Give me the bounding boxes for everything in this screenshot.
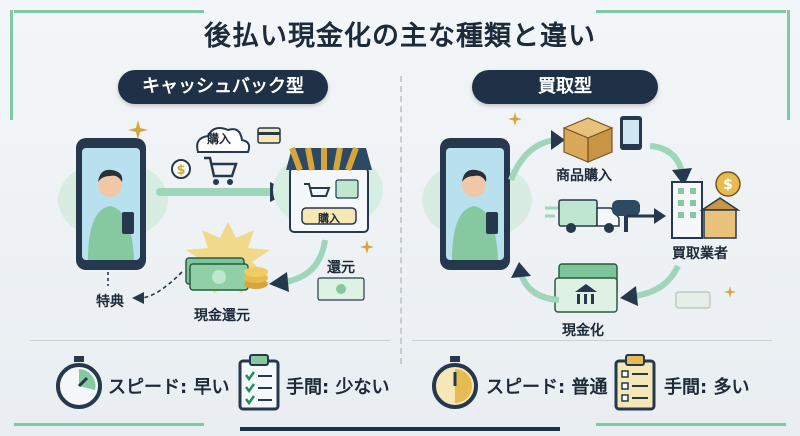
- arrow-phone-to-purchase: [508, 130, 565, 182]
- storefront-icon: [273, 146, 383, 233]
- shop-cart-icon: [304, 183, 331, 197]
- arrow-buyer-to-cash: [620, 264, 681, 306]
- shop-buy-button-label: 購入: [318, 212, 340, 225]
- center-divider: [400, 76, 402, 364]
- bottom-divider-right: [412, 340, 772, 341]
- refund-label: 還元: [327, 260, 355, 276]
- left-phone-illustration: [58, 138, 168, 270]
- cloud-icon: [196, 127, 251, 153]
- buyback-effort-label: 手間: 多い: [664, 377, 750, 398]
- sparkle-icon-4: [724, 286, 736, 298]
- buyback-heading: 買取型: [472, 70, 658, 104]
- frame-bottom-center: [240, 427, 560, 431]
- frame-top-right: [596, 10, 786, 13]
- dollar-coin-icon: $: [171, 159, 191, 179]
- frame-top-left: [14, 10, 204, 13]
- cashback-heading-text: キャッシュバック型: [142, 76, 304, 97]
- cashback-effort-label: 手間: 少ない: [286, 377, 390, 398]
- cash-reward-illustration: [185, 222, 270, 294]
- frame-bottom-left: [14, 423, 204, 426]
- bubble-purchase-label: 購入: [207, 132, 232, 146]
- building-icon: $: [671, 171, 741, 239]
- credit-card-icon: [257, 127, 281, 144]
- purchase-label: 商品購入: [556, 168, 612, 184]
- person-icon: [88, 169, 134, 260]
- tablet-icon: [620, 116, 642, 150]
- buyer-dollar-coin-icon: [715, 171, 741, 197]
- perk-label: 特典: [96, 294, 124, 310]
- right-cash-illustration: [554, 263, 618, 313]
- frame-bottom-right: [596, 423, 786, 426]
- sparkle-icon-3: [508, 112, 522, 126]
- cart-icon: [204, 156, 238, 185]
- mailbox-icon: [612, 200, 640, 232]
- svg-text:$: $: [723, 177, 733, 193]
- cashback-speed-label: スピード: 早い: [108, 377, 230, 398]
- right-stopwatch-icon: [432, 356, 478, 409]
- faded-banknote: [675, 291, 711, 309]
- bank-icon: [575, 284, 597, 304]
- buyer-label: 買取業者: [672, 246, 728, 262]
- cash-reward-label: 現金還元: [194, 308, 250, 324]
- arrow-shop-to-cash: [269, 239, 328, 292]
- stopwatch-icon: [56, 356, 102, 409]
- arrow-cash-to-phone: [107, 271, 183, 304]
- right-cash-label: 現金化: [562, 323, 604, 339]
- frame-left-top: [10, 10, 13, 120]
- arrow-cash-to-phone-right: [511, 262, 560, 303]
- arrow-truck-to-buyer: [626, 208, 666, 224]
- refund-note: [317, 277, 365, 301]
- svg-text:$: $: [176, 163, 185, 178]
- purchase-bubble: $: [171, 127, 281, 185]
- right-checklist-icon: [614, 354, 656, 411]
- frame-right-top: [787, 10, 790, 120]
- sparkle-icon: [128, 120, 148, 140]
- cashback-heading: キャッシュバック型: [118, 70, 328, 104]
- buyback-speed-label: スピード: 普通: [486, 377, 608, 398]
- right-phone-illustration: [422, 138, 532, 270]
- checklist-icon: [238, 354, 280, 411]
- banknotes-icon: [185, 257, 249, 291]
- coin-stack-icon: [244, 267, 268, 289]
- sparkle-icon-2: [360, 240, 374, 254]
- box-icon: [562, 117, 614, 163]
- bottom-divider-left: [30, 340, 390, 341]
- buyback-heading-text: 買取型: [538, 76, 592, 97]
- shop-buy-button: [301, 207, 357, 225]
- right-person-icon: [452, 169, 498, 260]
- page-title: 後払い現金化の主な種類と違い: [204, 21, 596, 52]
- arrow-purchase-to-buyer: [649, 143, 692, 186]
